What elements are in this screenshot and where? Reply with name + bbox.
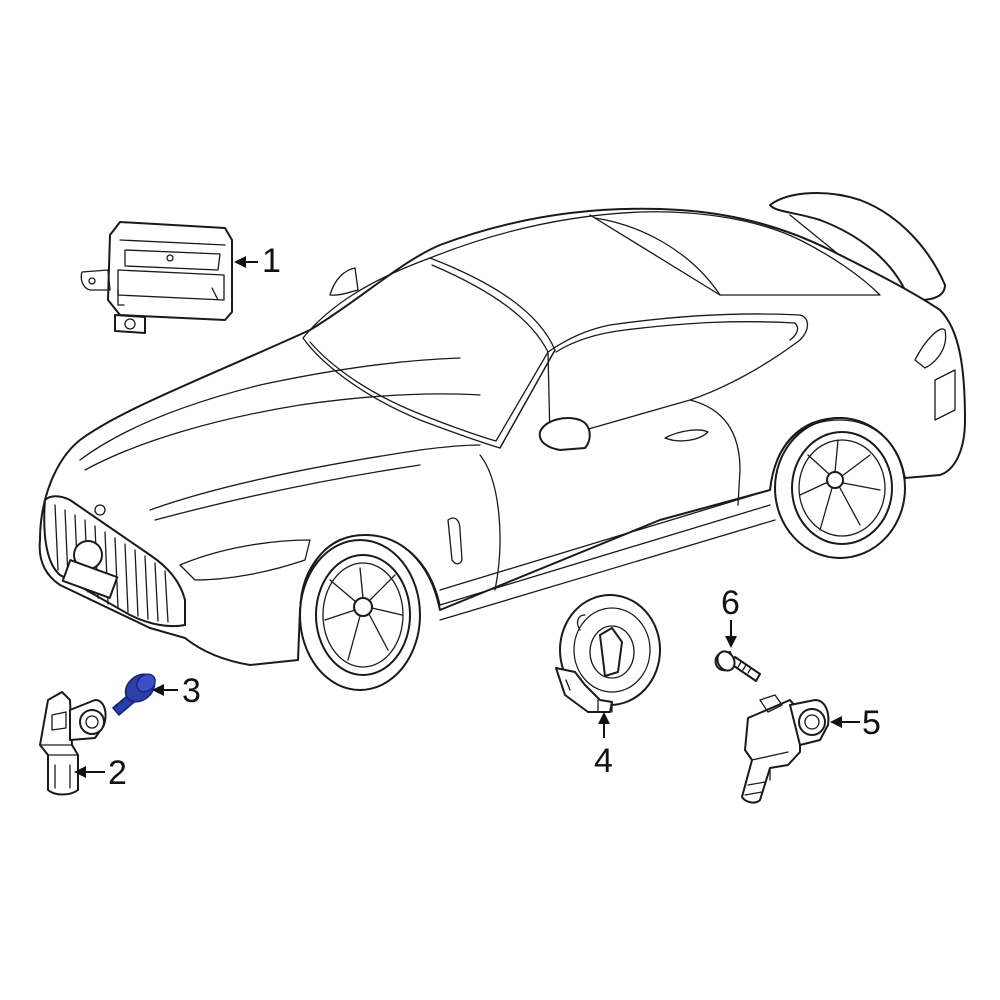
- callout-4: 4: [594, 742, 613, 780]
- front-wheel: [299, 539, 421, 691]
- leader-1: [234, 256, 258, 268]
- car-illustration: [38, 192, 966, 691]
- bolt-highlighted-part[interactable]: [111, 669, 160, 717]
- leader-6: [725, 620, 737, 648]
- leader-5: [830, 716, 860, 728]
- impact-sensor-left-part[interactable]: [39, 691, 107, 796]
- leader-2: [74, 766, 105, 778]
- control-module-part[interactable]: [80, 221, 233, 334]
- impact-sensor-right-part[interactable]: [741, 694, 830, 804]
- callout-1: 1: [262, 242, 281, 280]
- callout-6: 6: [721, 584, 740, 622]
- callout-3: 3: [182, 672, 201, 710]
- bolt-part[interactable]: [714, 648, 761, 682]
- callout-5: 5: [862, 704, 881, 742]
- leader-3: [152, 684, 178, 696]
- clock-spring-part[interactable]: [555, 594, 661, 713]
- callout-2: 2: [108, 754, 127, 792]
- leader-4: [598, 712, 610, 738]
- rear-wheel: [774, 417, 906, 559]
